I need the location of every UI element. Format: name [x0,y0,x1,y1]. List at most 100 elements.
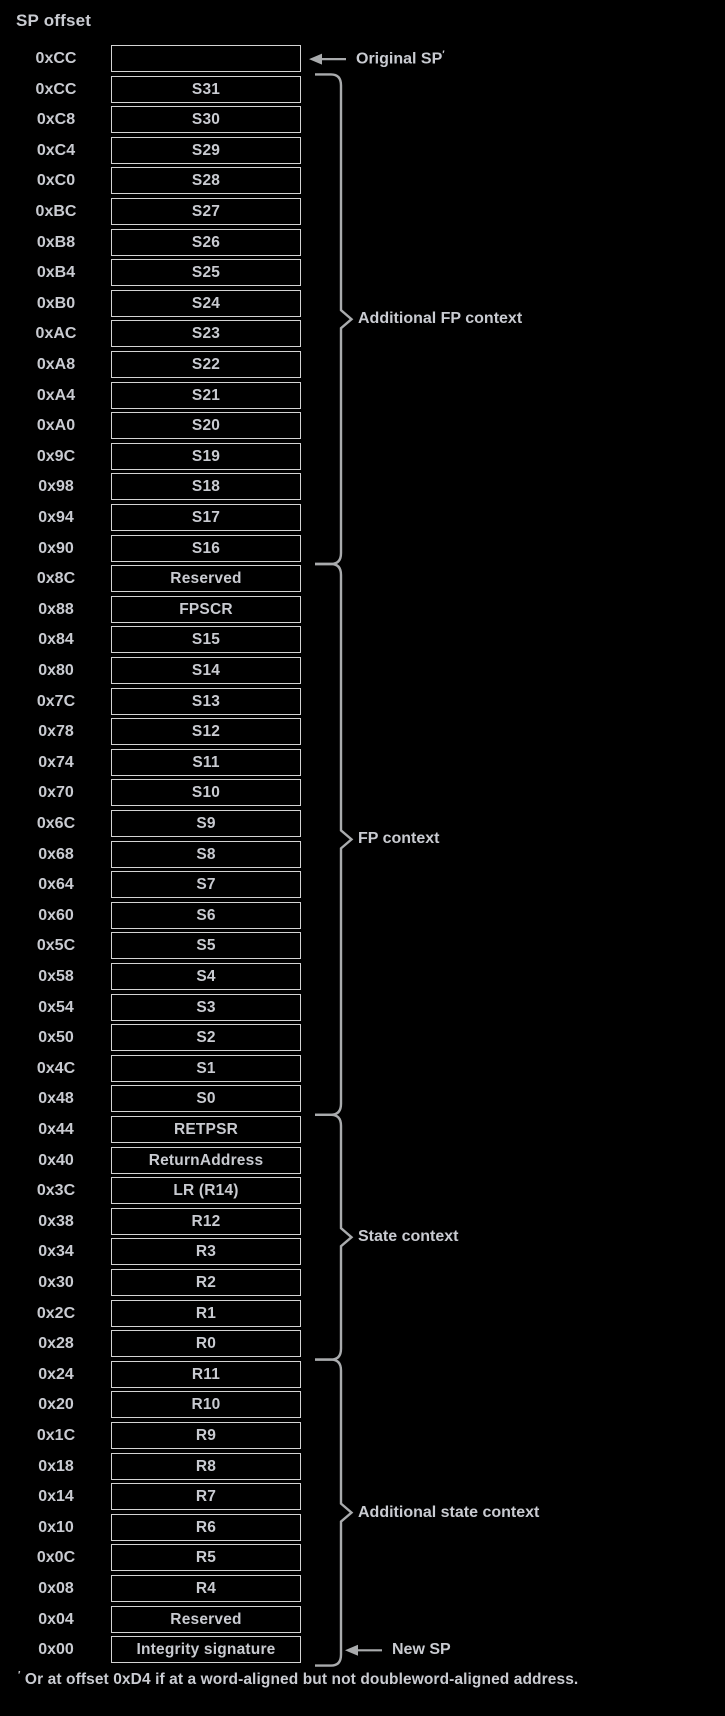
stack-cell: S13 [111,687,301,715]
offset-label: 0x54 [38,998,74,1016]
brace-label: Additional state context [358,1503,540,1521]
stack-cell: S29 [111,136,301,164]
stack-cell: S11 [111,748,301,776]
stack-cell: R7 [111,1483,301,1511]
sp-offset-header: SP offset [16,11,92,30]
offset-label: 0x64 [38,876,74,894]
new-sp-label: New SP [392,1641,451,1659]
stack-cell: R12 [111,1207,301,1235]
offset-label: 0x8C [36,570,76,588]
group-brace [315,1358,354,1667]
offset-label: 0xA0 [36,417,76,435]
stack-cell: S16 [111,534,301,562]
stack-cell: S15 [111,626,301,654]
stack-cell: S1 [111,1054,301,1082]
brace-label: FP context [358,830,440,848]
offset-label: 0x44 [38,1121,74,1138]
offset-label: 0xC0 [36,172,76,190]
offset-label: 0xCC [35,80,77,98]
offset-label: 0x38 [38,1212,74,1230]
brace-label: Additional FP context [358,310,523,328]
offset-label: 0x58 [38,968,74,985]
offset-label: 0x94 [38,509,74,526]
stack-cell: S20 [111,412,301,440]
offset-label: 0x60 [38,906,74,924]
stack-cell: S18 [111,473,301,501]
stack-cell: S27 [111,198,301,225]
offset-label: 0x70 [38,784,74,802]
offset-label: 0x4C [36,1059,76,1077]
stack-cell: FPSCR [111,595,301,623]
stack-cell: S6 [111,901,301,929]
offset-label: 0x1C [36,1427,76,1444]
offset-label: 0xAC [35,325,77,343]
stack-cell: Integrity signature [111,1636,301,1664]
offset-label: 0x0C [36,1549,76,1567]
offset-label: 0x20 [38,1396,74,1414]
stack-cell: S4 [111,963,301,990]
stack-cell: R5 [111,1544,301,1572]
stack-cell: S0 [111,1085,301,1113]
offset-label: 0x28 [38,1335,74,1353]
offset-label: 0x84 [38,631,74,649]
group-brace [315,1113,354,1361]
stack-cell: Reserved [111,1605,301,1633]
stack-cell: S12 [111,718,301,746]
new-sp-text: New SP [392,1641,451,1659]
offset-label: 0xA4 [36,386,76,404]
offset-label: 0xB0 [36,294,76,312]
offset-label: 0x34 [38,1243,74,1261]
group-brace [315,562,354,1116]
offset-label: 0x48 [38,1090,74,1108]
offset-label: 0xC8 [36,111,76,129]
original-sp-label: Original SP′ [356,49,445,68]
offset-label: 0x10 [38,1518,74,1536]
stack-cell: R4 [111,1575,301,1602]
offset-label: 0x14 [38,1488,74,1506]
stack-cell: S7 [111,871,301,899]
offset-label: 0x08 [38,1580,74,1597]
offset-label: 0x40 [38,1151,74,1169]
offset-label: 0xCC [35,50,77,67]
stack-cell: S26 [111,228,301,256]
stack-cell: R8 [111,1452,301,1480]
stack-cell: S23 [111,320,301,348]
offset-label: 0x80 [38,662,74,679]
offset-label: 0x18 [38,1457,74,1475]
stack-cell: R3 [111,1238,301,1266]
offset-label: 0x74 [38,753,74,771]
stack-cell: S2 [111,1024,301,1052]
offset-label: 0x04 [38,1610,74,1628]
offset-label: 0x98 [38,478,74,496]
stack-cell: S28 [111,167,301,195]
stack-cell: S5 [111,932,301,960]
offset-label: 0xC4 [36,141,76,159]
offset-label: 0x24 [38,1365,74,1383]
stack-cell: LR (R14) [111,1177,301,1205]
new-sp-arrow [345,1644,382,1656]
stack-cell: S10 [111,779,301,807]
stack-cell: S8 [111,840,301,868]
stack-cell: S17 [111,504,301,531]
offset-label: 0x00 [38,1641,74,1659]
stack-cell: R2 [111,1269,301,1296]
offset-label: 0xBC [35,203,77,220]
stack-cell: S30 [111,106,301,134]
stack-cell: Reserved [111,565,301,593]
offset-label: 0x2C [36,1304,76,1322]
stack-cell: RETPSR [111,1116,301,1143]
offset-label: 0x68 [38,845,74,863]
offset-label: 0x90 [38,539,74,557]
footnote-mark: ′ [18,1670,21,1681]
stack-cell: S3 [111,993,301,1021]
stack-cell: S14 [111,657,301,684]
stack-cell: S22 [111,351,301,378]
stack-cell: R1 [111,1299,301,1327]
original-sp-footnote-mark: ′ [442,49,445,61]
group-brace [315,73,354,566]
footnote-text: Or at offset 0xD4 if at a word-aligned b… [24,1671,579,1689]
offset-label: 0x88 [38,600,74,618]
offset-label: 0x7C [36,692,76,710]
